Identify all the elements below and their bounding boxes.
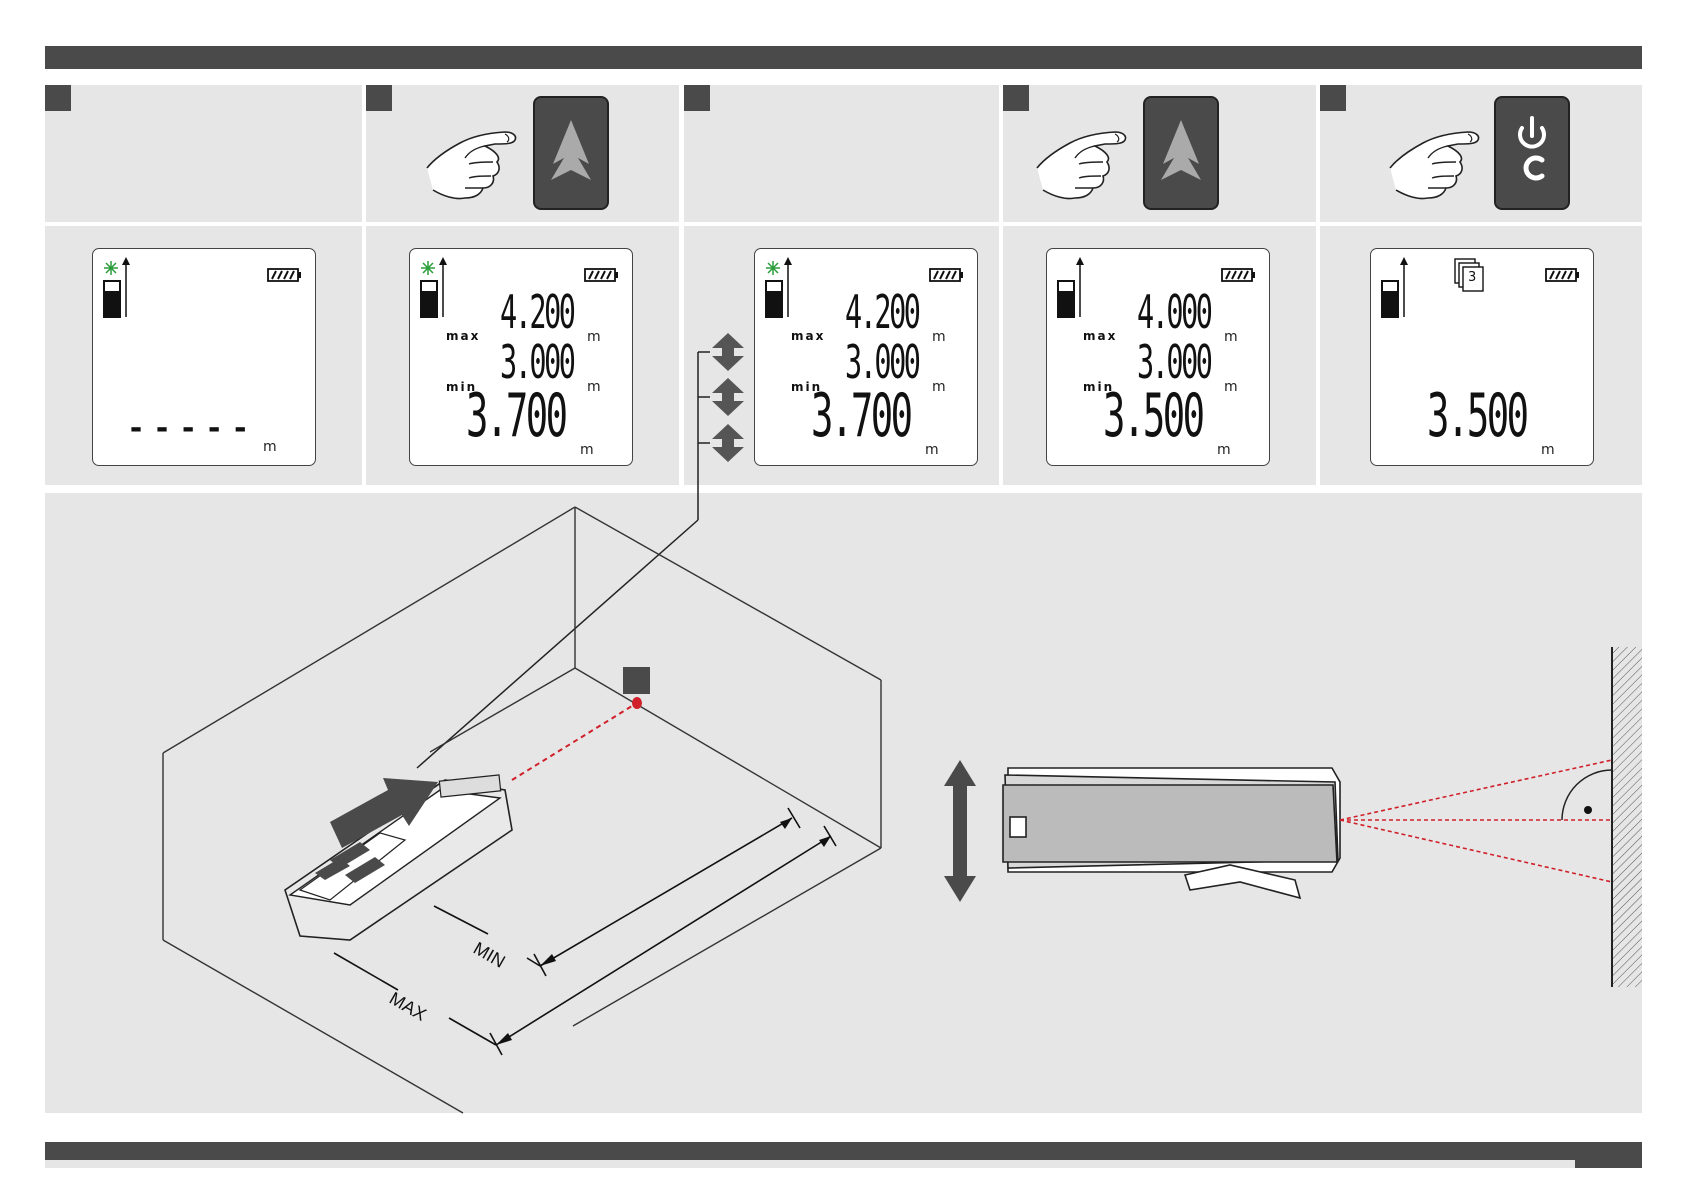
tilt-arrow-icon bbox=[944, 760, 976, 902]
up-down-arrow-icon bbox=[712, 333, 744, 462]
laser-fan bbox=[1340, 760, 1612, 882]
laser-dot bbox=[632, 697, 642, 709]
laser-target-marker bbox=[623, 667, 650, 694]
laser-distance-meter-side-view bbox=[1003, 768, 1340, 898]
right-angle-dot bbox=[1584, 806, 1592, 814]
wall bbox=[1612, 647, 1642, 987]
room-outline bbox=[163, 507, 881, 1113]
laser-beam bbox=[512, 706, 632, 780]
bracket-line bbox=[417, 352, 710, 768]
